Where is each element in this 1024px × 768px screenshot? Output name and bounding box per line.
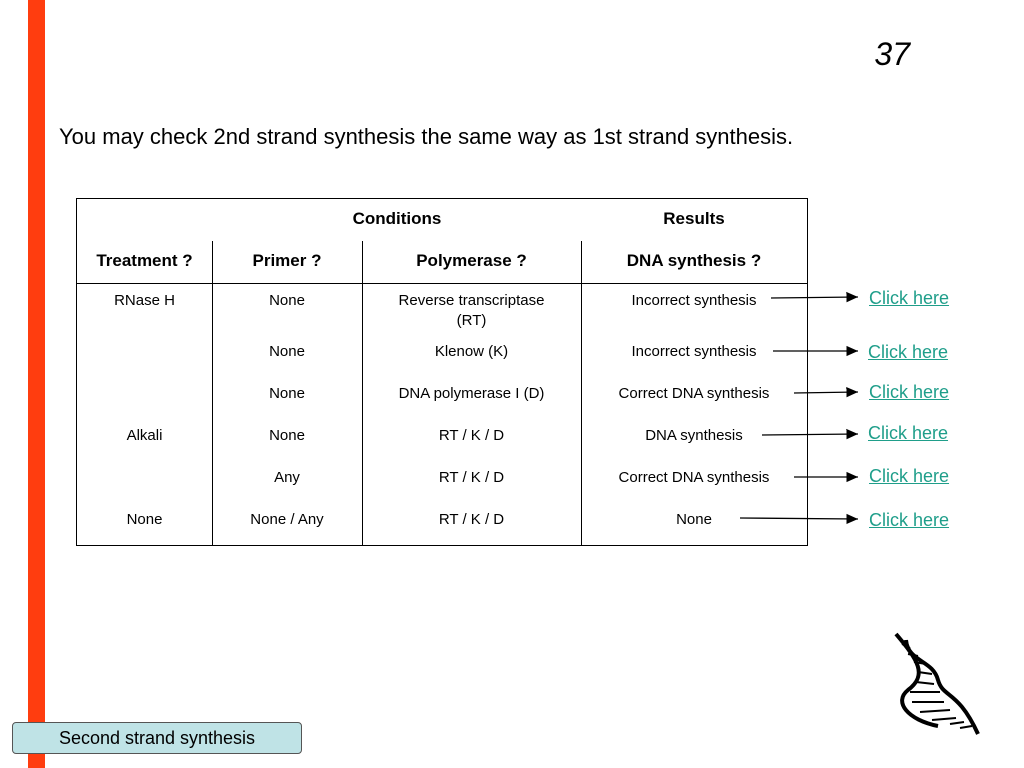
header-conditions: Conditions [352, 209, 442, 228]
arrow-icon [793, 386, 859, 398]
column-header-treatment: Treatment ? [96, 251, 193, 270]
arrow-icon [770, 291, 859, 303]
cell-polymerase: RT / K / D [438, 427, 505, 444]
cell-polymerase: Reverse transcriptase [398, 292, 545, 309]
col-divider [581, 241, 582, 545]
click-here-link-3[interactable]: Click here [869, 382, 950, 402]
dna-helix-icon [894, 632, 980, 735]
cell-treatment: Alkali [126, 427, 163, 444]
cell-primer: None [269, 385, 305, 402]
cell-result: DNA synthesis [645, 427, 743, 444]
arrow-icon [761, 428, 859, 440]
cell-polymerase: RT / K / D [438, 511, 505, 528]
cell-treatment: RNase H [114, 292, 175, 309]
cell-primer: None / Any [250, 511, 324, 528]
column-header-primer: Primer ? [252, 251, 322, 270]
cell-result: Correct DNA synthesis [618, 385, 770, 402]
header-results: Results [663, 209, 725, 228]
cell-result: None [676, 511, 712, 528]
cell-result: Incorrect synthesis [631, 292, 757, 309]
cell-primer: None [269, 292, 305, 309]
cell-polymerase: RT / K / D [438, 469, 505, 486]
column-header-polymerase: Polymerase ? [416, 251, 527, 270]
click-here-link-1[interactable]: Click here [869, 288, 950, 308]
cell-polymerase: DNA polymerase I (D) [398, 385, 545, 402]
click-here-link-4[interactable]: Click here [868, 423, 949, 443]
intro-text: You may check 2nd strand synthesis the s… [59, 124, 794, 149]
cell-primer: Any [274, 469, 300, 486]
cell-result: Correct DNA synthesis [618, 469, 770, 486]
click-here-link-6[interactable]: Click here [869, 510, 950, 530]
footer-section-label: Second strand synthesis [12, 722, 302, 754]
arrow-icon [739, 513, 859, 525]
slide-number: 37 [874, 36, 910, 72]
click-here-link-2[interactable]: Click here [868, 342, 949, 362]
cell-polymerase-line2: (RT) [456, 312, 487, 329]
col-divider [362, 241, 363, 545]
cell-primer: None [269, 427, 305, 444]
click-here-link-5[interactable]: Click here [869, 466, 950, 486]
header-divider [77, 283, 807, 284]
column-header-dna-synthesis: DNA synthesis ? [626, 251, 762, 270]
cell-result: Incorrect synthesis [631, 343, 757, 360]
col-divider [212, 241, 213, 545]
cell-primer: None [269, 343, 305, 360]
cell-treatment: None [126, 511, 163, 528]
conditions-table: Conditions Results Treatment ? Primer ? … [76, 198, 808, 546]
cell-polymerase: Klenow (K) [434, 343, 509, 360]
accent-bar [28, 0, 45, 768]
